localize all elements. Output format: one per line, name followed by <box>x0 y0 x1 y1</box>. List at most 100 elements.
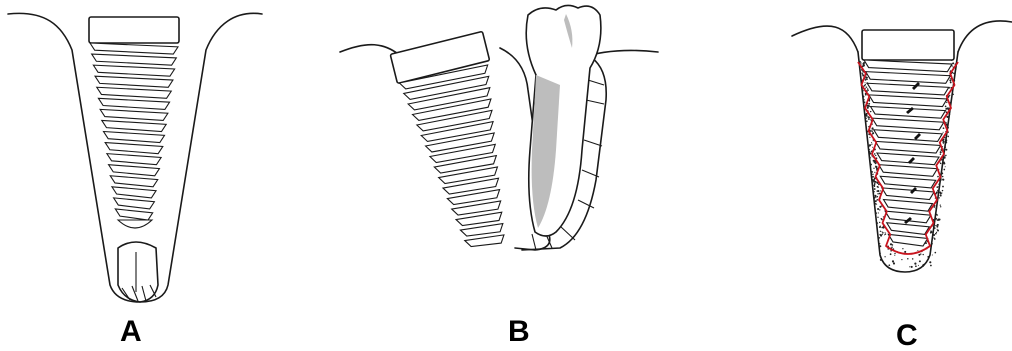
graft-particle <box>956 68 957 69</box>
graft-particle <box>942 186 944 188</box>
graft-particle <box>879 222 880 223</box>
graft-particle <box>879 243 880 244</box>
graft-particle <box>934 207 935 208</box>
graft-particle <box>934 220 936 222</box>
graft-particle <box>940 204 941 205</box>
graft-particle <box>945 139 947 141</box>
graft-particle <box>876 190 877 191</box>
graft-particle <box>907 258 909 260</box>
graft-particle <box>922 265 924 267</box>
graft-particle <box>873 191 874 192</box>
graft-particle <box>940 206 941 207</box>
panel-label-b: B <box>508 315 530 348</box>
graft-particle <box>945 108 947 110</box>
implant-collar-c <box>862 30 954 60</box>
graft-particle <box>874 186 875 187</box>
graft-particle <box>942 176 944 178</box>
graft-particle <box>950 81 952 83</box>
graft-particle <box>865 118 867 120</box>
implant-thread <box>115 209 152 220</box>
graft-particle <box>881 231 882 232</box>
graft-particle <box>859 61 861 63</box>
graft-particle <box>868 117 869 118</box>
graft-particle <box>869 157 871 159</box>
graft-particle <box>894 255 895 256</box>
graft-particle <box>936 232 937 233</box>
panel-a: A <box>8 13 262 348</box>
graft-particle <box>935 252 937 254</box>
graft-particle <box>872 176 874 178</box>
graft-particle <box>953 73 955 75</box>
graft-particle <box>937 224 939 226</box>
implant-apex-a <box>118 220 152 228</box>
graft-particle <box>934 227 936 229</box>
graft-particle <box>880 234 882 236</box>
graft-particle <box>877 222 879 224</box>
graft-particle <box>950 78 951 79</box>
graft-particle <box>923 254 924 255</box>
graft-particle <box>882 232 884 234</box>
graft-particle <box>948 114 950 116</box>
graft-particle <box>935 233 937 235</box>
graft-particle <box>877 208 879 210</box>
graft-particle <box>935 225 936 226</box>
graft-particle <box>869 100 870 101</box>
graft-particle <box>892 260 894 262</box>
graft-particle <box>909 266 910 267</box>
graft-particle <box>914 263 916 265</box>
graft-particle <box>937 215 938 216</box>
graft-particle <box>949 79 951 81</box>
graft-particle <box>940 151 942 153</box>
graft-particle <box>901 259 902 260</box>
graft-particle <box>880 190 881 191</box>
graft-particle <box>936 226 938 228</box>
graft-particle <box>884 256 885 257</box>
graft-particle <box>875 181 877 183</box>
implant-threads-a <box>90 43 178 220</box>
graft-particle <box>937 219 939 221</box>
implant-thread <box>93 65 174 76</box>
graft-particle <box>935 218 937 220</box>
graft-particle <box>937 229 938 230</box>
graft-particle <box>870 111 871 112</box>
implant-collar-a <box>89 17 179 43</box>
graft-particle <box>947 136 949 138</box>
graft-particle <box>915 265 917 267</box>
graft-particle <box>869 151 870 152</box>
graft-particle <box>865 77 867 79</box>
graft-particle <box>944 157 946 159</box>
graft-particle <box>875 200 877 202</box>
graft-particle <box>872 174 874 176</box>
graft-particle <box>875 203 877 205</box>
graft-particle <box>944 148 946 150</box>
graft-particle <box>865 115 867 117</box>
graft-particle <box>936 186 938 188</box>
graft-particle <box>873 140 874 141</box>
graft-particle <box>879 245 881 247</box>
implant-thread <box>95 76 173 87</box>
graft-particle <box>866 120 868 122</box>
graft-particle <box>932 255 933 256</box>
graft-particle <box>867 107 869 109</box>
graft-particle <box>877 186 879 188</box>
graft-particle <box>933 234 935 236</box>
graft-particle <box>940 163 942 165</box>
graft-particle <box>917 250 918 251</box>
graft-particle <box>875 212 877 214</box>
graft-particle <box>885 232 886 233</box>
socket-outline-c-right <box>958 21 1012 52</box>
implant-thread <box>107 154 161 165</box>
implant-thread <box>98 98 169 109</box>
graft-particle <box>935 207 937 209</box>
graft-particle <box>872 147 873 148</box>
graft-particle <box>868 126 869 127</box>
graft-particle <box>890 243 892 245</box>
graft-particle <box>939 197 940 198</box>
graft-particle <box>864 101 866 103</box>
graft-particle <box>940 192 941 193</box>
graft-particle <box>885 234 886 235</box>
graft-particle <box>881 218 882 219</box>
graft-particle <box>868 90 869 91</box>
graft-particle <box>877 217 878 218</box>
